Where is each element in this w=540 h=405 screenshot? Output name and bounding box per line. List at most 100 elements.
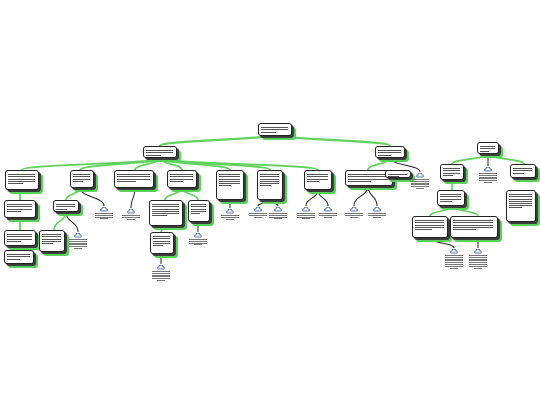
node-text-lines bbox=[440, 193, 462, 203]
cloud-icon bbox=[324, 206, 332, 212]
leaf-connector bbox=[367, 185, 378, 207]
branch-connector bbox=[21, 157, 161, 171]
leaf-13[interactable] bbox=[409, 172, 431, 190]
leaf-16[interactable] bbox=[467, 248, 489, 269]
mind-map-node-a4[interactable] bbox=[167, 170, 197, 188]
leaf-1[interactable] bbox=[93, 206, 115, 220]
leaf-connector bbox=[317, 189, 329, 207]
branch-connector bbox=[134, 157, 161, 171]
branch-connector bbox=[164, 187, 183, 201]
branch-connector bbox=[429, 205, 453, 217]
cloud-icon bbox=[484, 166, 492, 172]
cloud-icon bbox=[254, 206, 262, 212]
mind-map-node-a1-1-1-1[interactable] bbox=[4, 250, 34, 264]
mind-map-node-c5[interactable] bbox=[510, 164, 536, 178]
node-text-lines bbox=[73, 173, 91, 183]
leaf-description bbox=[409, 179, 431, 189]
mind-map-node-a6[interactable] bbox=[257, 170, 283, 200]
node-text-lines bbox=[219, 173, 241, 187]
mind-map-node-a5[interactable] bbox=[216, 170, 244, 200]
leaf-description bbox=[295, 213, 317, 220]
leaf-2[interactable] bbox=[67, 232, 89, 250]
cloud-icon bbox=[194, 232, 202, 238]
mind-map-node-b2[interactable] bbox=[385, 170, 411, 178]
mind-map-node-a4-1[interactable] bbox=[149, 200, 183, 226]
leaf-description bbox=[443, 255, 465, 269]
cloud-icon bbox=[274, 206, 282, 212]
node-text-lines bbox=[261, 126, 289, 134]
leaf-6[interactable] bbox=[219, 208, 241, 220]
leaf-11[interactable] bbox=[343, 206, 365, 218]
branch-connector bbox=[487, 153, 525, 165]
node-text-lines bbox=[42, 233, 62, 245]
mind-map-node-a1[interactable] bbox=[5, 170, 39, 190]
leaf-description bbox=[477, 173, 499, 183]
node-text-lines bbox=[378, 149, 402, 157]
mind-map-node-c6[interactable] bbox=[506, 190, 536, 222]
node-text-lines bbox=[170, 173, 194, 183]
leaf-description bbox=[219, 215, 241, 220]
mind-map-node-c1[interactable] bbox=[440, 164, 464, 180]
cloud-icon bbox=[74, 232, 82, 238]
branch-connector bbox=[367, 157, 391, 171]
mind-map-node-a[interactable] bbox=[143, 146, 177, 158]
mind-map-node-a1-1[interactable] bbox=[4, 200, 36, 218]
mind-map-node-a1-1-1[interactable] bbox=[4, 230, 36, 246]
mind-map-node-a4-1-1[interactable] bbox=[150, 232, 174, 254]
leaf-4[interactable] bbox=[150, 264, 172, 282]
leaf-14[interactable] bbox=[477, 166, 499, 184]
node-text-lines bbox=[7, 253, 31, 261]
mind-map-node-a2[interactable] bbox=[70, 170, 94, 188]
node-text-lines bbox=[117, 173, 151, 183]
leaf-7[interactable] bbox=[247, 206, 269, 218]
node-text-lines bbox=[513, 167, 533, 175]
leaf-5[interactable] bbox=[187, 232, 209, 246]
leaf-description bbox=[343, 213, 365, 218]
mind-map-node-a2-1-1[interactable] bbox=[39, 230, 65, 252]
cloud-icon bbox=[100, 206, 108, 212]
branch-connector bbox=[272, 132, 392, 148]
mind-map-node-a3[interactable] bbox=[114, 170, 154, 188]
leaf-description bbox=[67, 239, 89, 249]
leaf-description bbox=[187, 239, 209, 246]
leaf-connector bbox=[79, 187, 105, 207]
leaf-description bbox=[317, 213, 339, 218]
cloud-icon bbox=[450, 248, 458, 254]
leaf-15[interactable] bbox=[443, 248, 465, 269]
node-text-lines bbox=[260, 173, 280, 187]
branch-connector bbox=[160, 225, 166, 233]
mind-map-node-a7[interactable] bbox=[304, 170, 332, 190]
mind-map-node-b1[interactable] bbox=[345, 170, 393, 186]
branch-connector bbox=[451, 205, 479, 217]
node-text-lines bbox=[8, 173, 36, 185]
cloud-icon bbox=[416, 172, 424, 178]
leaf-description bbox=[267, 213, 289, 220]
mind-map-node-root[interactable] bbox=[258, 123, 292, 136]
leaf-12[interactable] bbox=[366, 206, 388, 218]
mind-map-node-b[interactable] bbox=[375, 146, 405, 158]
leaf-connector bbox=[269, 199, 279, 207]
leaf-connector bbox=[389, 157, 421, 173]
leaf-10[interactable] bbox=[317, 206, 339, 218]
node-text-lines bbox=[480, 145, 496, 153]
leaf-description bbox=[93, 213, 115, 220]
mind-map-node-a2-1[interactable] bbox=[53, 200, 79, 212]
cloud-icon bbox=[302, 206, 310, 212]
leaf-9[interactable] bbox=[295, 206, 317, 220]
leaf-8[interactable] bbox=[267, 206, 289, 220]
node-text-lines bbox=[152, 203, 180, 217]
mind-map-node-c2[interactable] bbox=[437, 190, 465, 206]
node-text-lines bbox=[415, 219, 445, 231]
cloud-icon bbox=[474, 248, 482, 254]
mind-map-node-c4[interactable] bbox=[450, 216, 498, 238]
node-text-lines bbox=[307, 173, 329, 183]
leaf-description bbox=[467, 255, 489, 269]
leaf-3[interactable] bbox=[120, 208, 142, 220]
leaf-description bbox=[247, 213, 269, 218]
leaf-connector bbox=[353, 185, 369, 207]
mind-map-node-c[interactable] bbox=[477, 142, 499, 154]
mind-map-node-a4-2[interactable] bbox=[188, 200, 210, 222]
mind-map-node-c3[interactable] bbox=[412, 216, 448, 238]
